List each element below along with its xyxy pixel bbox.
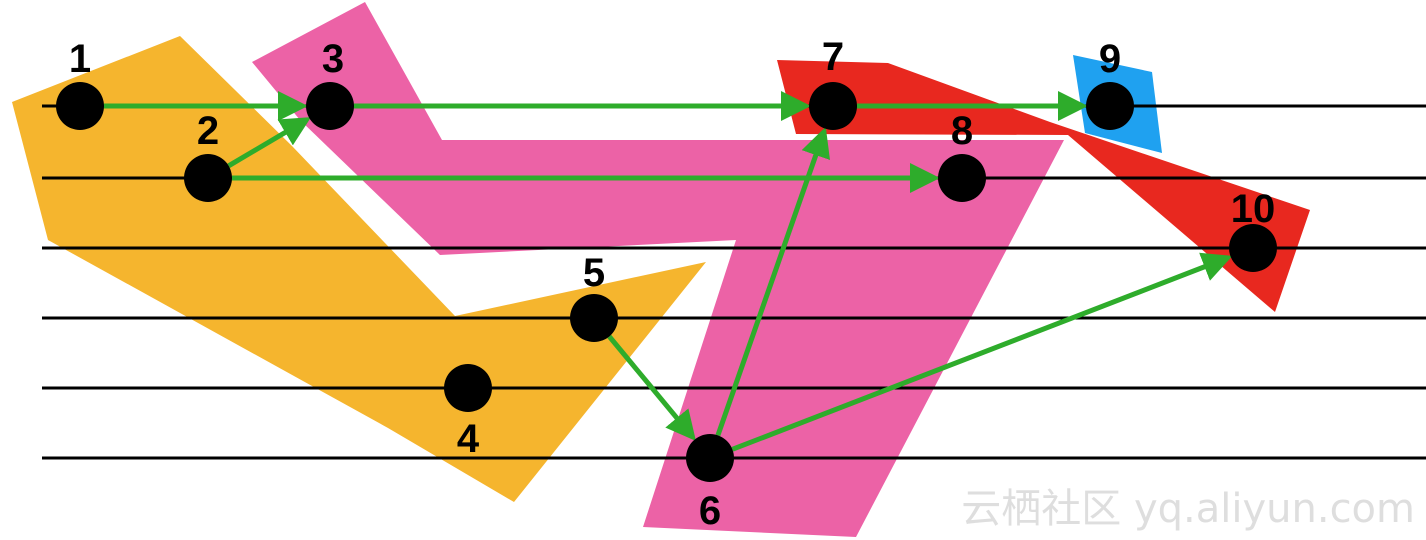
node-label-3: 3 <box>322 37 344 81</box>
edge-5-to-6 <box>607 334 696 442</box>
node-1 <box>56 82 104 130</box>
node-6 <box>686 434 734 482</box>
edge-2-to-3 <box>227 117 312 168</box>
edge-6-to-10 <box>731 252 1233 452</box>
group-region-orange <box>12 36 706 502</box>
group-region-pink <box>252 2 1064 537</box>
node-label-2: 2 <box>197 109 219 153</box>
node-label-8: 8 <box>951 109 973 153</box>
node-label-10: 10 <box>1231 187 1276 231</box>
node-9 <box>1086 82 1134 130</box>
watermark-text: 云栖社区 yq.aliyun.com <box>961 486 1415 532</box>
node-4 <box>444 364 492 412</box>
node-2 <box>184 154 232 202</box>
node-7 <box>809 82 857 130</box>
node-5 <box>570 294 618 342</box>
node-8 <box>938 154 986 202</box>
node-label-9: 9 <box>1099 37 1121 81</box>
nodes-layer <box>56 82 1277 482</box>
group-region-red <box>777 60 1310 312</box>
labels-layer: 1 2 3 4 5 6 7 8 9 10 <box>69 35 1275 533</box>
node-10 <box>1229 224 1277 272</box>
edges-layer <box>104 91 1233 452</box>
node-3 <box>306 82 354 130</box>
node-label-7: 7 <box>822 35 844 79</box>
node-label-4: 4 <box>457 417 480 461</box>
node-label-6: 6 <box>699 489 721 533</box>
node-label-5: 5 <box>583 251 605 295</box>
edge-6-to-7 <box>715 126 831 437</box>
node-label-1: 1 <box>69 37 91 81</box>
